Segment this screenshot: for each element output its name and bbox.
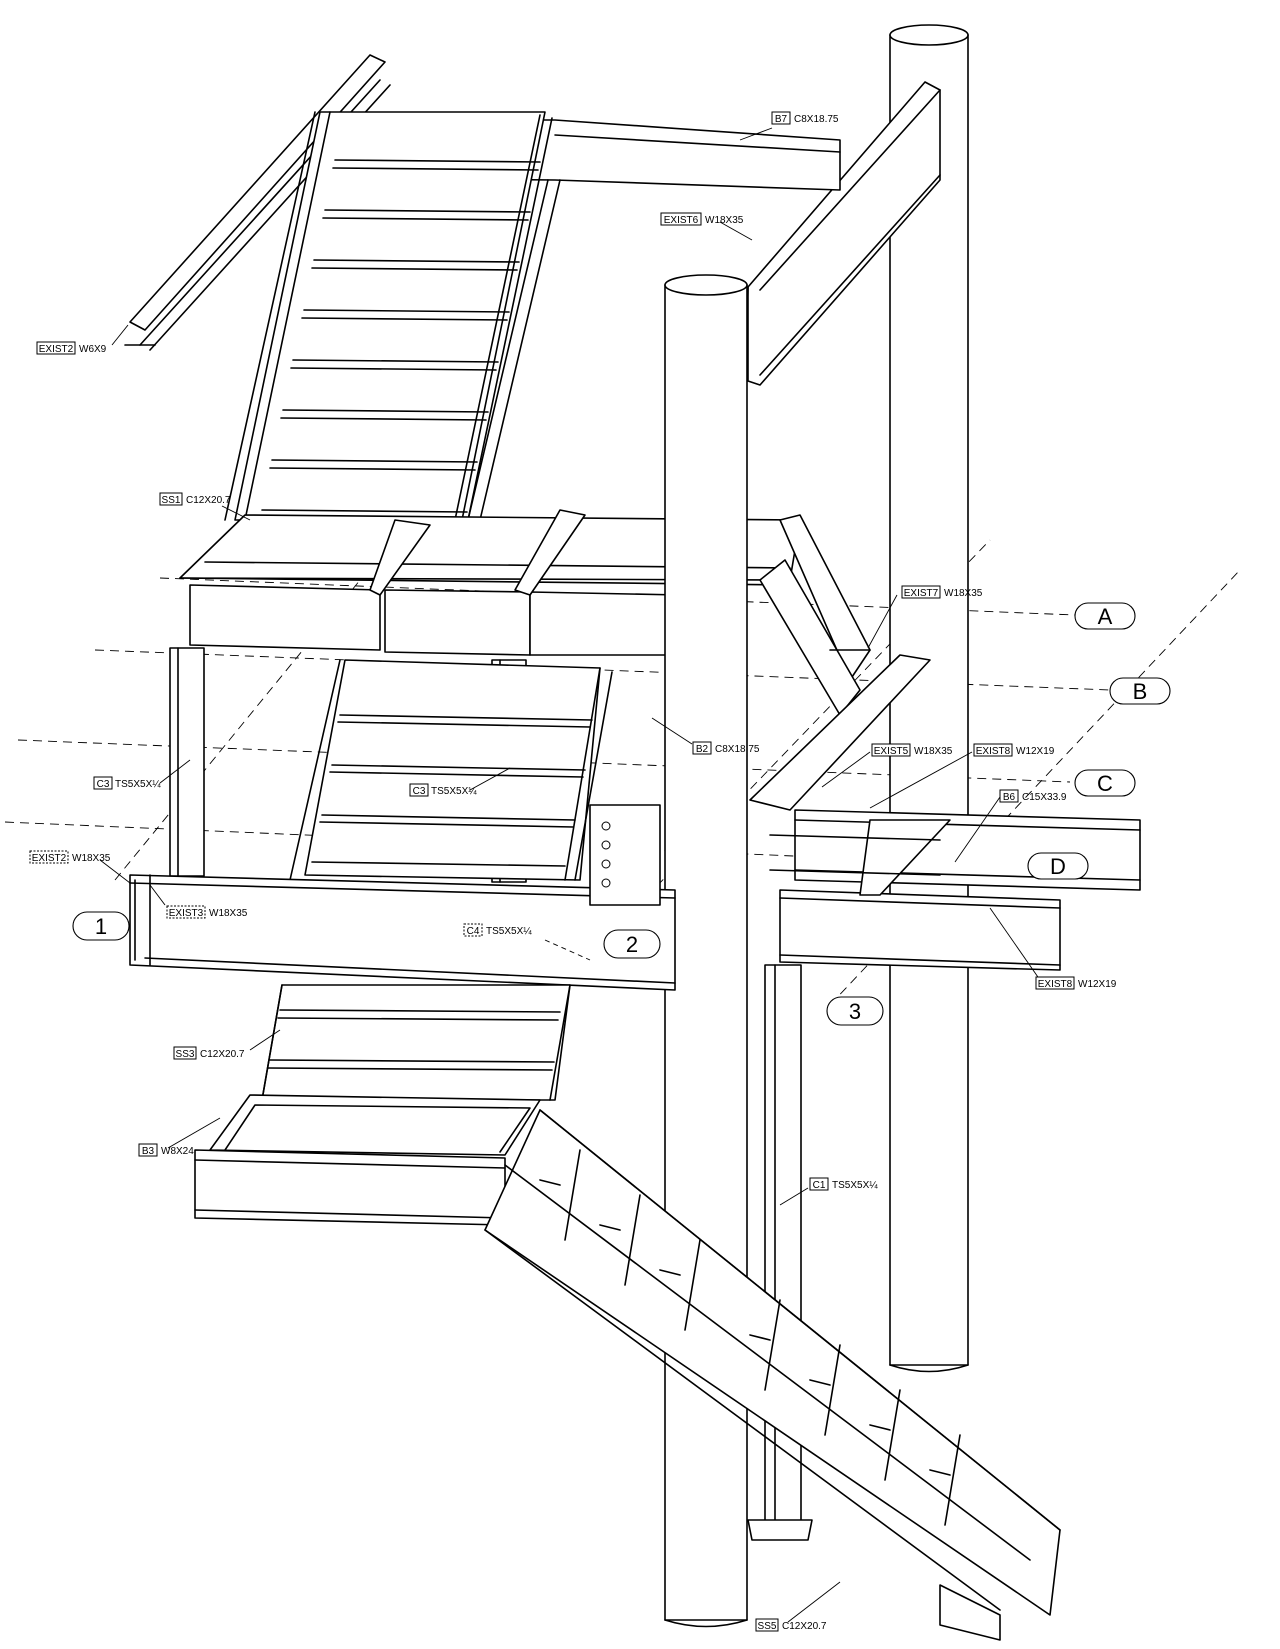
- leader-lines: [99, 127, 1041, 1623]
- svg-text:EXIST3: EXIST3: [169, 908, 204, 919]
- svg-text:B3: B3: [142, 1146, 155, 1157]
- svg-text:EXIST2: EXIST2: [32, 853, 67, 864]
- callout-exist2-top: EXIST2 W6X9: [36, 341, 107, 355]
- callout-exist6: EXIST6 W18X35: [660, 212, 744, 226]
- callout-c1: C1 TS5X5X¼: [809, 1177, 878, 1191]
- svg-text:EXIST2: EXIST2: [39, 344, 74, 355]
- svg-text:TS5X5X¼: TS5X5X¼: [486, 925, 532, 937]
- svg-text:W18X35: W18X35: [705, 215, 744, 226]
- svg-text:C: C: [1097, 771, 1113, 796]
- callout-exist7: EXIST7 W18X35: [901, 585, 983, 599]
- svg-text:TS5X5X¼: TS5X5X¼: [115, 778, 161, 790]
- column-pipe-front: [664, 274, 748, 1628]
- svg-text:TS5X5X¼: TS5X5X¼: [832, 1179, 878, 1191]
- svg-text:SS5: SS5: [758, 1621, 777, 1632]
- landing-lower-b3: [194, 1094, 541, 1226]
- svg-text:EXIST8: EXIST8: [976, 746, 1011, 757]
- post-c1: [747, 964, 813, 1541]
- svg-text:EXIST5: EXIST5: [874, 746, 909, 757]
- callout-b6: B6 C15X33.9: [999, 789, 1067, 803]
- svg-text:C8X18.75: C8X18.75: [715, 744, 760, 755]
- grid-bubble-3: 3: [826, 996, 884, 1026]
- callout-c3-left: C3 TS5X5X¼: [93, 776, 161, 790]
- svg-text:C4: C4: [467, 926, 480, 937]
- grid-bubble-A: A: [1074, 602, 1136, 630]
- beam-main-front: [129, 874, 676, 991]
- svg-text:2: 2: [626, 932, 638, 957]
- callout-exist8-bot: EXIST8 W12X19: [1035, 976, 1117, 990]
- svg-text:W6X9: W6X9: [79, 344, 107, 355]
- svg-text:1: 1: [95, 914, 107, 939]
- callout-b7: B7 C8X18.75: [771, 111, 839, 125]
- callout-c3-mid: C3 TS5X5X¼: [409, 783, 477, 797]
- callout-exist3: EXIST3 W18X35: [166, 905, 248, 919]
- svg-text:D: D: [1050, 854, 1066, 879]
- callout-ss1: SS1 C12X20.7: [159, 492, 231, 506]
- callout-b2: B2 C8X18.75: [692, 741, 760, 755]
- callout-ss5: SS5 C12X20.7: [755, 1618, 827, 1632]
- svg-text:EXIST7: EXIST7: [904, 588, 939, 599]
- grid-bubble-D: D: [1027, 852, 1089, 880]
- grid-bubble-1: 1: [72, 911, 130, 941]
- svg-text:W18X35: W18X35: [914, 746, 953, 757]
- svg-text:B7: B7: [775, 114, 788, 125]
- stair-middle: [289, 659, 613, 881]
- svg-text:C3: C3: [97, 779, 110, 790]
- grid-bubble-2: 2: [603, 929, 661, 959]
- landing-upper: [179, 509, 871, 716]
- svg-text:W8X24: W8X24: [161, 1146, 194, 1157]
- callout-b3: B3 W8X24: [138, 1143, 194, 1157]
- svg-text:3: 3: [849, 999, 861, 1024]
- svg-text:C3: C3: [413, 786, 426, 797]
- svg-text:B: B: [1133, 679, 1148, 704]
- svg-text:EXIST8: EXIST8: [1038, 979, 1073, 990]
- svg-text:W12X19: W12X19: [1016, 746, 1055, 757]
- svg-text:C12X20.7: C12X20.7: [782, 1621, 827, 1632]
- svg-text:C8X18.75: C8X18.75: [794, 114, 839, 125]
- grid-bubble-C: C: [1074, 769, 1136, 797]
- stair-lower-short: [261, 984, 571, 1101]
- stair-lower-long: [484, 1109, 1061, 1641]
- grid-bubble-B: B: [1109, 677, 1171, 705]
- svg-text:W18X35: W18X35: [209, 908, 248, 919]
- callout-ss3: SS3 C12X20.7: [173, 1046, 245, 1060]
- svg-text:TS5X5X¼: TS5X5X¼: [431, 785, 477, 797]
- svg-text:C12X20.7: C12X20.7: [186, 495, 231, 506]
- svg-text:W18X35: W18X35: [72, 853, 111, 864]
- column-pipe-rear: [889, 24, 969, 1373]
- svg-text:EXIST6: EXIST6: [664, 215, 699, 226]
- svg-text:W18X35: W18X35: [944, 588, 983, 599]
- svg-text:C1: C1: [813, 1180, 826, 1191]
- stair-upper-treads: [261, 159, 541, 513]
- svg-text:SS1: SS1: [162, 495, 181, 506]
- callout-exist2-mid: EXIST2 W18X35: [29, 850, 111, 864]
- svg-text:C15X33.9: C15X33.9: [1022, 792, 1067, 803]
- svg-text:SS3: SS3: [176, 1049, 195, 1060]
- callout-exist5: EXIST5 W18X35: [871, 743, 953, 757]
- stair-upper: [224, 111, 561, 521]
- svg-text:W12X19: W12X19: [1078, 979, 1117, 990]
- svg-text:A: A: [1098, 604, 1113, 629]
- svg-text:B2: B2: [696, 744, 709, 755]
- existing-beam-exist6: [744, 81, 941, 386]
- column-plate-mid: [589, 804, 661, 906]
- svg-text:C12X20.7: C12X20.7: [200, 1049, 245, 1060]
- callout-exist8-top: EXIST8 W12X19: [973, 743, 1055, 757]
- svg-text:B6: B6: [1003, 792, 1016, 803]
- callout-c4: C4 TS5X5X¼: [463, 923, 532, 937]
